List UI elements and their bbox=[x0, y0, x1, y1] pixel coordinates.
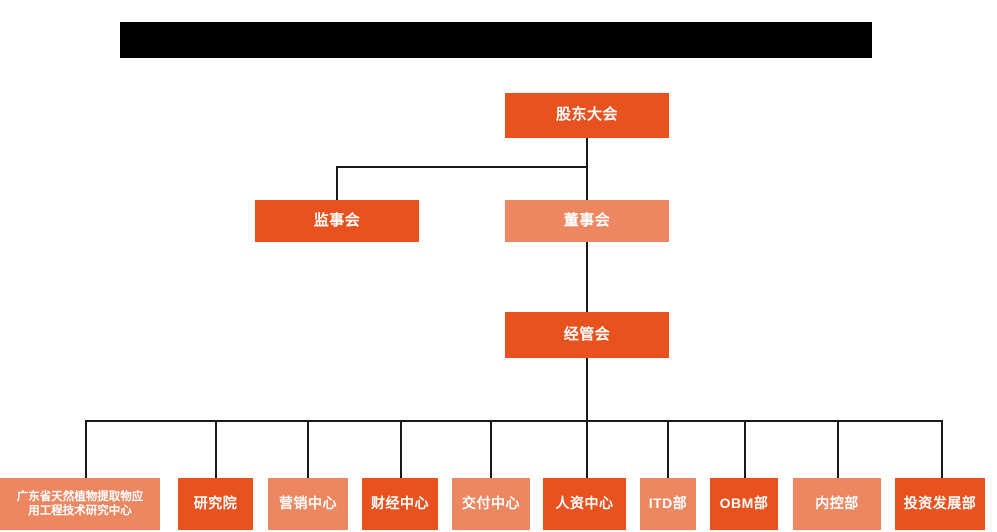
node-guangdong-research-center-line2: 用工程技术研究中心 bbox=[28, 505, 132, 517]
connector-drop-hr-center bbox=[586, 420, 588, 478]
node-delivery-center[interactable]: 交付中心 bbox=[452, 478, 530, 530]
connector-management-stem bbox=[586, 358, 588, 420]
connector-directors-drop bbox=[586, 166, 588, 200]
node-itd-department[interactable]: ITD部 bbox=[640, 478, 696, 530]
connector-directors-to-management bbox=[586, 242, 588, 312]
node-marketing-center[interactable]: 营销中心 bbox=[268, 478, 348, 530]
connector-supervisors-drop bbox=[336, 166, 338, 200]
node-board-of-directors[interactable]: 董事会 bbox=[505, 200, 669, 242]
connector-shareholders-stem bbox=[586, 138, 588, 166]
node-hr-center[interactable]: 人资中心 bbox=[543, 478, 626, 530]
connector-drop-internal-control-department bbox=[837, 420, 839, 478]
node-research-institute[interactable]: 研究院 bbox=[178, 478, 253, 530]
node-internal-control-department[interactable]: 内控部 bbox=[793, 478, 881, 530]
redacted-title-bar bbox=[120, 22, 872, 58]
connector-drop-investment-development-department bbox=[941, 420, 943, 478]
node-obm-department[interactable]: OBM部 bbox=[710, 478, 778, 530]
connector-drop-finance-center bbox=[400, 420, 402, 478]
node-guangdong-research-center-line1: 广东省天然植物提取物应 bbox=[16, 490, 144, 503]
connector-drop-guangdong-research-center bbox=[85, 420, 87, 478]
connector-drop-marketing-center bbox=[307, 420, 309, 478]
node-guangdong-research-center[interactable]: 广东省天然植物提取物应 用工程技术研究中心 bbox=[0, 478, 160, 530]
connector-level2-bus bbox=[336, 166, 588, 168]
connector-drop-obm-department bbox=[744, 420, 746, 478]
node-shareholders-meeting[interactable]: 股东大会 bbox=[505, 93, 669, 138]
node-management-committee[interactable]: 经管会 bbox=[505, 312, 669, 358]
connector-drop-research-institute bbox=[215, 420, 217, 478]
node-board-of-supervisors[interactable]: 监事会 bbox=[255, 200, 419, 242]
connector-department-bus bbox=[85, 420, 943, 422]
connector-drop-itd-department bbox=[667, 420, 669, 478]
node-investment-development-department[interactable]: 投资发展部 bbox=[895, 478, 985, 530]
connector-drop-delivery-center bbox=[490, 420, 492, 478]
node-finance-center[interactable]: 财经中心 bbox=[362, 478, 438, 530]
